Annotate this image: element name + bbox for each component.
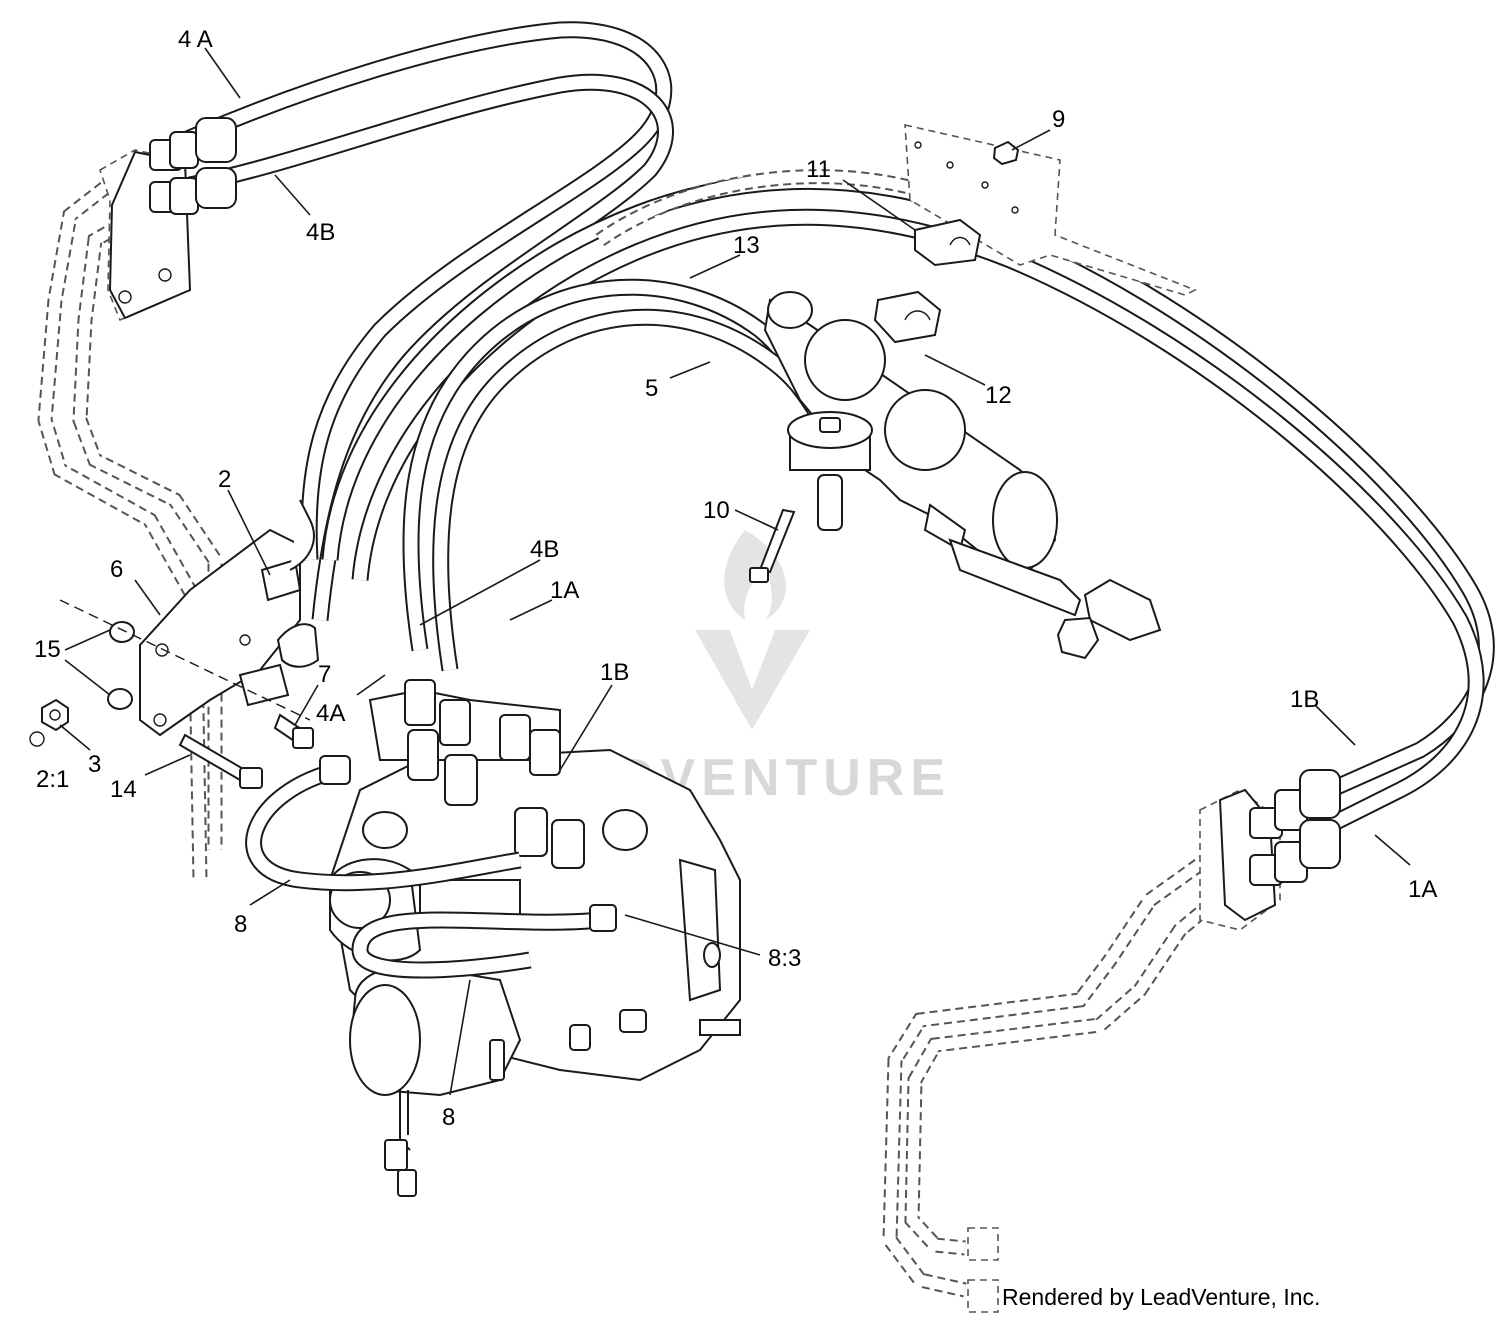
callout-12: 12 [985, 382, 1012, 409]
bolt-10 [749, 508, 796, 583]
wire-harness [384, 1090, 417, 1197]
callout-5: 5 [645, 375, 658, 402]
callout-labels: 4 A 4B 9 11 13 5 12 2 6 10 4B 1A 15 7 4A… [34, 26, 1437, 1131]
render-credit: Rendered by LeadVenture, Inc. [1002, 1284, 1320, 1310]
callout-9: 9 [1052, 106, 1065, 133]
hose-8 [245, 755, 617, 979]
steering-cylinder [763, 291, 1162, 660]
callout-8-bottom: 8 [442, 1104, 455, 1131]
watermark-logo [695, 530, 810, 730]
left-frame-rail-dashed [37, 174, 223, 881]
callout-4a-top: 4 A [178, 26, 213, 53]
callout-1b-right: 1B [1290, 686, 1319, 713]
callout-6: 6 [110, 556, 123, 583]
callout-1a-mid: 1A [550, 577, 579, 604]
callout-14: 14 [110, 776, 137, 803]
callout-1a-right: 1A [1408, 876, 1437, 903]
hydraulic-pump [328, 679, 741, 1097]
right-bracket [1199, 769, 1341, 931]
callout-3: 3 [88, 751, 101, 778]
callout-8-3: 8:3 [768, 945, 801, 972]
callout-1b-mid: 1B [600, 659, 629, 686]
callout-15: 15 [34, 636, 61, 663]
clip-12 [873, 290, 942, 344]
hose-5-13 [402, 278, 823, 672]
callout-10: 10 [703, 497, 730, 524]
leader-lines [59, 47, 1411, 1096]
callout-2: 2 [218, 466, 231, 493]
callout-2-1: 2:1 [36, 766, 69, 793]
callout-11: 11 [806, 156, 831, 183]
right-frame-rail-dashed [882, 843, 1245, 1313]
callout-13: 13 [733, 232, 760, 259]
callout-7: 7 [318, 661, 331, 688]
callout-4b-mid: 4B [530, 536, 559, 563]
left-bracket-6 [139, 499, 320, 737]
top-left-bracket [99, 117, 237, 322]
mounting-plate [904, 123, 1197, 296]
callout-4b-top: 4B [306, 219, 335, 246]
callout-4a-mid: 4A [316, 700, 345, 727]
callout-8-left: 8 [234, 911, 247, 938]
leader-dashed-axis [59, 599, 311, 721]
small-parts-left [29, 621, 314, 789]
